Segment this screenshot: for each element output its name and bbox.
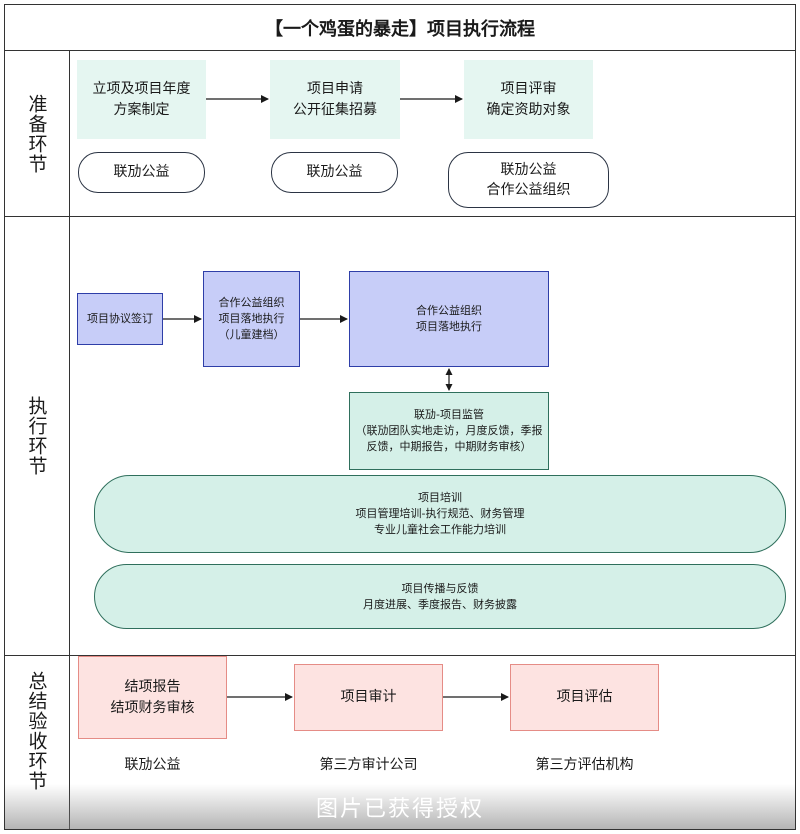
title-divider: [5, 50, 795, 51]
summary-step-evaluation: 项目评估: [510, 664, 659, 731]
execute-training: 项目培训 项目管理培训-执行规范、财务管理 专业儿童社会工作能力培训: [94, 475, 786, 553]
phase-execute-label: 执行环节: [25, 396, 48, 476]
prepare-step-review: 项目评审 确定资助对象: [464, 60, 593, 139]
summary-owner-3: 第三方评估机构: [535, 757, 634, 773]
prepare-owner-2: 联劢公益: [271, 152, 398, 193]
phase-prepare-label: 准备环节: [25, 93, 48, 174]
summary-step-final-report: 结项报告 结项财务审核: [78, 656, 227, 739]
phase-summary-label: 总结验收环节: [25, 671, 48, 791]
diagram-title: 【一个鸡蛋的暴走】项目执行流程: [265, 19, 535, 40]
summary-step-audit: 项目审计: [294, 664, 443, 731]
execute-implementation: 合作公益组织 项目落地执行: [349, 271, 549, 367]
execute-sign-agreement: 项目协议签订: [77, 293, 163, 345]
execute-supervision: 联劢-项目监管 （联劢团队实地走访，月度反馈，季报 反馈，中期报告，中期财务审核…: [349, 392, 549, 470]
diagram-frame: [4, 4, 796, 830]
authorization-watermark-banner: 图片已获得授权: [5, 784, 795, 829]
watermark-text: 图片已获得授权: [315, 796, 484, 822]
summary-owner-2: 第三方审计公司: [319, 757, 418, 773]
prepare-step-plan: 立项及项目年度 方案制定: [77, 60, 206, 139]
prepare-owner-3: 联劢公益 合作公益组织: [448, 152, 609, 208]
prepare-divider: [5, 216, 795, 217]
execute-divider: [5, 655, 795, 656]
prepare-step-application: 项目申请 公开征集招募: [270, 60, 400, 139]
execute-implementation-child-records: 合作公益组织 项目落地执行 （儿童建档）: [203, 271, 300, 367]
execute-communication-feedback: 项目传播与反馈 月度进展、季度报告、财务披露: [94, 564, 786, 629]
summary-owner-1: 联劢公益: [124, 757, 181, 773]
phase-column-divider: [69, 50, 70, 829]
prepare-owner-1: 联劢公益: [78, 152, 205, 193]
